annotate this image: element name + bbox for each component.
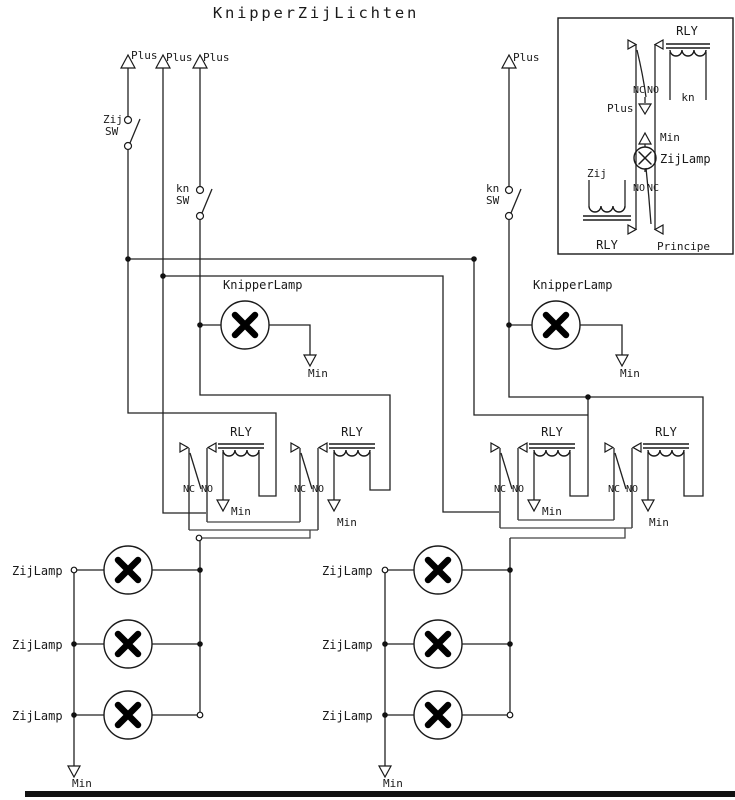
zijlamp-group-left: ZijLamp ZijLamp ZijLamp Min bbox=[12, 545, 153, 790]
plus-terminal-2: Plus bbox=[154, 51, 193, 69]
inset-relay-bottom-label: RLY bbox=[596, 238, 618, 252]
no-label: NO bbox=[512, 484, 524, 495]
plus-terminal-1: Plus bbox=[119, 49, 158, 69]
no-label: NO bbox=[312, 484, 324, 495]
kn-switch-label: kn bbox=[486, 182, 499, 195]
nc-label: NC bbox=[294, 484, 306, 495]
plus-label: Plus bbox=[166, 51, 193, 64]
kn-switch-left: kn SW bbox=[176, 182, 213, 221]
min-label: Min bbox=[308, 367, 328, 380]
relay-label: RLY bbox=[341, 425, 363, 439]
relay-3: RLY NC NO Min bbox=[490, 425, 575, 518]
min-terminal bbox=[66, 765, 82, 779]
kn-switch-label: kn bbox=[176, 182, 189, 195]
inset-zij-label: Zij bbox=[587, 167, 607, 180]
min-terminal bbox=[215, 499, 231, 513]
inset-min-label: Min bbox=[660, 131, 680, 144]
plus-terminal-right: Plus bbox=[500, 51, 540, 69]
nc-label: NC bbox=[494, 484, 506, 495]
inset-relay-top-label: RLY bbox=[676, 24, 698, 38]
wires bbox=[73, 68, 704, 766]
relay-2: RLY NC NO Min bbox=[290, 425, 375, 529]
no-label: NO bbox=[626, 484, 638, 495]
no-label: NO bbox=[201, 484, 213, 495]
inset-zijlamp-label: ZijLamp bbox=[660, 152, 711, 166]
min-label: Min bbox=[231, 505, 251, 518]
min-label: Min bbox=[337, 516, 357, 529]
kn-switch-sublabel: SW bbox=[486, 194, 500, 207]
min-label: Min bbox=[383, 777, 403, 790]
zijlamp-label: ZijLamp bbox=[12, 638, 63, 652]
relay-label: RLY bbox=[541, 425, 563, 439]
inset-no-label: NO bbox=[647, 85, 659, 96]
kn-switch-sublabel: SW bbox=[176, 194, 190, 207]
junction-dots bbox=[70, 256, 591, 719]
plus-terminal-3: Plus bbox=[191, 51, 230, 69]
zijlamp-label: ZijLamp bbox=[322, 564, 373, 578]
zij-switch-sublabel: SW bbox=[105, 125, 119, 138]
plus-label: Plus bbox=[513, 51, 540, 64]
min-terminal bbox=[526, 499, 542, 513]
relay-label: RLY bbox=[230, 425, 252, 439]
zijlamp-group-right: ZijLamp ZijLamp ZijLamp Min bbox=[322, 545, 463, 790]
min-terminal bbox=[377, 765, 393, 779]
zij-switch: Zij SW bbox=[103, 113, 141, 151]
frame-bottom-bar bbox=[25, 791, 735, 797]
inset-no-label: NO bbox=[633, 183, 645, 194]
inset-nc-label: NC bbox=[633, 85, 645, 96]
inset-plus-label: Plus bbox=[607, 102, 634, 115]
knipperlamp-label: KnipperLamp bbox=[223, 278, 302, 292]
plus-label: Plus bbox=[131, 49, 158, 62]
min-terminal bbox=[302, 354, 318, 368]
zij-switch-label: Zij bbox=[103, 113, 123, 126]
nc-label: NC bbox=[608, 484, 620, 495]
knipperlamp-right: KnipperLamp Min bbox=[531, 278, 640, 380]
page-title: KnipperZijLichten bbox=[213, 4, 419, 22]
min-label: Min bbox=[649, 516, 669, 529]
relay-4: RLY NC NO Min bbox=[604, 425, 689, 529]
principe-inset: RLY kn NC NO Plus Min ZijLamp NO NC Zij … bbox=[557, 17, 734, 255]
min-label: Min bbox=[542, 505, 562, 518]
knipperlamp-label: KnipperLamp bbox=[533, 278, 612, 292]
plus-label: Plus bbox=[203, 51, 230, 64]
zijlamp-label: ZijLamp bbox=[322, 709, 373, 723]
zijlamp-label: ZijLamp bbox=[12, 709, 63, 723]
nc-label: NC bbox=[183, 484, 195, 495]
knipperlamp-left: KnipperLamp Min bbox=[220, 278, 328, 380]
min-label: Min bbox=[620, 367, 640, 380]
min-terminal bbox=[326, 499, 342, 513]
kn-switch-right: kn SW bbox=[486, 182, 522, 221]
min-terminal bbox=[614, 354, 630, 368]
zijlamp-label: ZijLamp bbox=[12, 564, 63, 578]
relay-label: RLY bbox=[655, 425, 677, 439]
min-label: Min bbox=[72, 777, 92, 790]
relay-1: RLY NC NO Min bbox=[179, 425, 264, 518]
min-terminal bbox=[640, 499, 656, 513]
zijlamp-label: ZijLamp bbox=[322, 638, 373, 652]
inset-nc-label: NC bbox=[647, 183, 659, 194]
inset-kn-label: kn bbox=[681, 91, 694, 104]
inset-title: Principe bbox=[657, 240, 710, 253]
